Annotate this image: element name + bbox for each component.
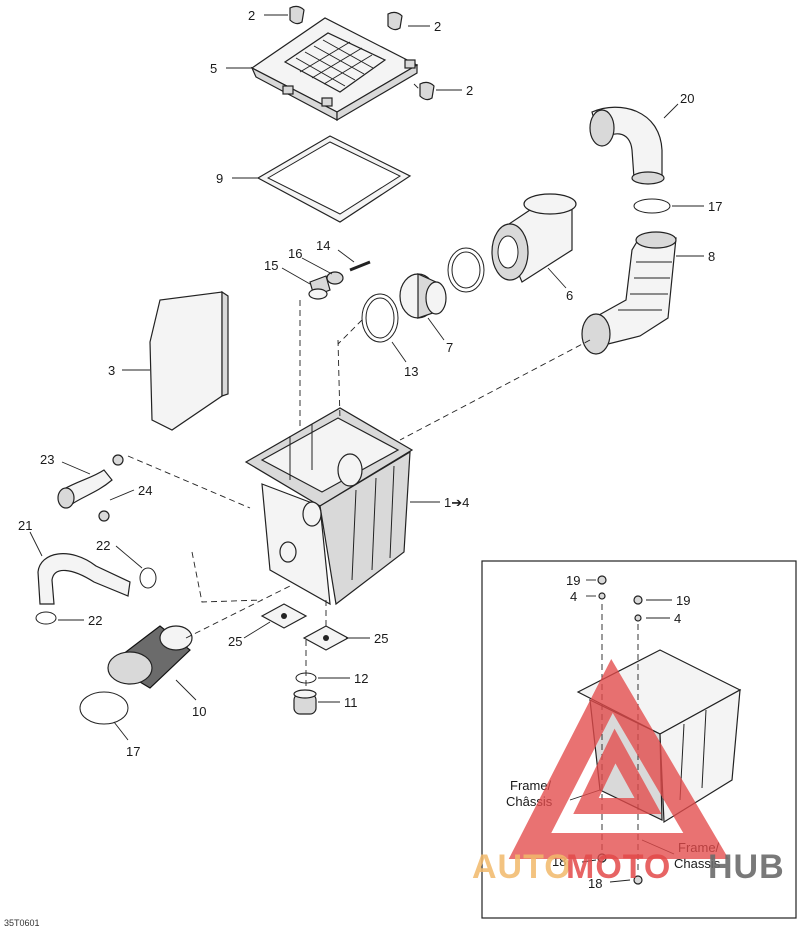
callout-labels: 2 2 5 2 9 14 16 15 20 17 8 6 7 13 3 23 2… [18,8,722,759]
mount-pad-part-25-left [260,603,308,629]
label-14: 14 [316,238,330,253]
label-25b: 25 [374,631,388,646]
watermark-text-auto: AUTO [472,848,572,886]
clamp-part-17-top [633,198,671,214]
label-6: 6 [566,288,573,303]
label-17b: 17 [126,744,140,759]
label-12: 12 [354,671,368,686]
label-10: 10 [192,704,206,719]
label-21: 21 [18,518,32,533]
watermark-text-hub: HUB [708,848,785,886]
label-16: 16 [288,246,302,261]
elbow-hose-part-20 [589,106,665,185]
label-11: 11 [344,695,358,710]
clamp-part-22-left [35,611,57,625]
label-9: 9 [216,171,223,186]
label-20: 20 [680,91,694,106]
watermark-triangle-inner [573,728,662,814]
label-17a: 17 [708,199,722,214]
drawing-code: 35T0601 [4,918,40,928]
clamp-part-17-bottom [79,691,129,725]
label-13: 13 [404,364,418,379]
gasket-part-9 [256,135,412,223]
inset-bolt-19b [633,595,643,605]
label-23: 23 [40,452,54,467]
inset-nut-18b [633,875,643,885]
intake-boot-part-10 [107,625,193,689]
label-8: 8 [708,249,715,264]
inset-washer-4b [634,614,642,622]
clamp-part-24 [98,454,124,522]
label-3: 3 [108,363,115,378]
inset-label-frame-1: Frame/ [510,778,552,793]
intake-duct-part-8 [581,231,677,355]
mount-pad-part-25-right [302,625,350,651]
clamp-part-22-right [139,567,157,589]
inset-label-19a: 19 [566,573,580,588]
inset-label-19b: 19 [676,593,690,608]
airbox-body-part-1-4 [244,407,414,606]
label-25a: 25 [228,634,242,649]
drain-hose-part-23 [57,469,113,509]
label-1-to-4: 1➔4 [444,495,469,510]
assembly-lines [127,83,591,690]
clamp-part-13 [361,293,399,343]
inset-washer-4a [598,592,606,600]
label-2c: 2 [466,83,473,98]
leader-lines [29,14,704,741]
clip-part-2-top-left [289,5,305,25]
side-panel-part-3 [149,290,229,431]
grommet-part-15 [308,275,331,300]
spacer-part-16 [326,271,344,285]
inset-label-4a: 4 [570,589,577,604]
air-filter-part-6 [491,193,577,283]
inset-label-18b: 18 [588,876,602,891]
automotohub-watermark-logo: AUTO MOTO HUB [472,659,785,886]
clip-part-2-right [419,81,435,101]
hose-part-21 [37,553,131,605]
inset-label-4b: 4 [674,611,681,626]
inset-bolt-19a [597,575,607,585]
clamp-part-6-ring [447,247,485,293]
label-22b: 22 [88,613,102,628]
label-7: 7 [446,340,453,355]
pin-part-14 [349,260,371,272]
inset-frame [481,560,797,919]
watermark-text-moto: MOTO [566,848,671,886]
clip-part-2-top-right [387,11,403,31]
drain-cap-part-11 [293,689,317,715]
label-5: 5 [210,61,217,76]
airbox-lid-part-5 [250,17,419,122]
label-2b: 2 [434,19,441,34]
label-24: 24 [138,483,152,498]
label-15: 15 [264,258,278,273]
watermark-triangle-outer [508,659,729,859]
inset-label-chassis-2: Chassis [674,856,721,871]
label-22a: 22 [96,538,110,553]
label-2a: 2 [248,8,255,23]
adapter-part-7 [399,273,447,319]
